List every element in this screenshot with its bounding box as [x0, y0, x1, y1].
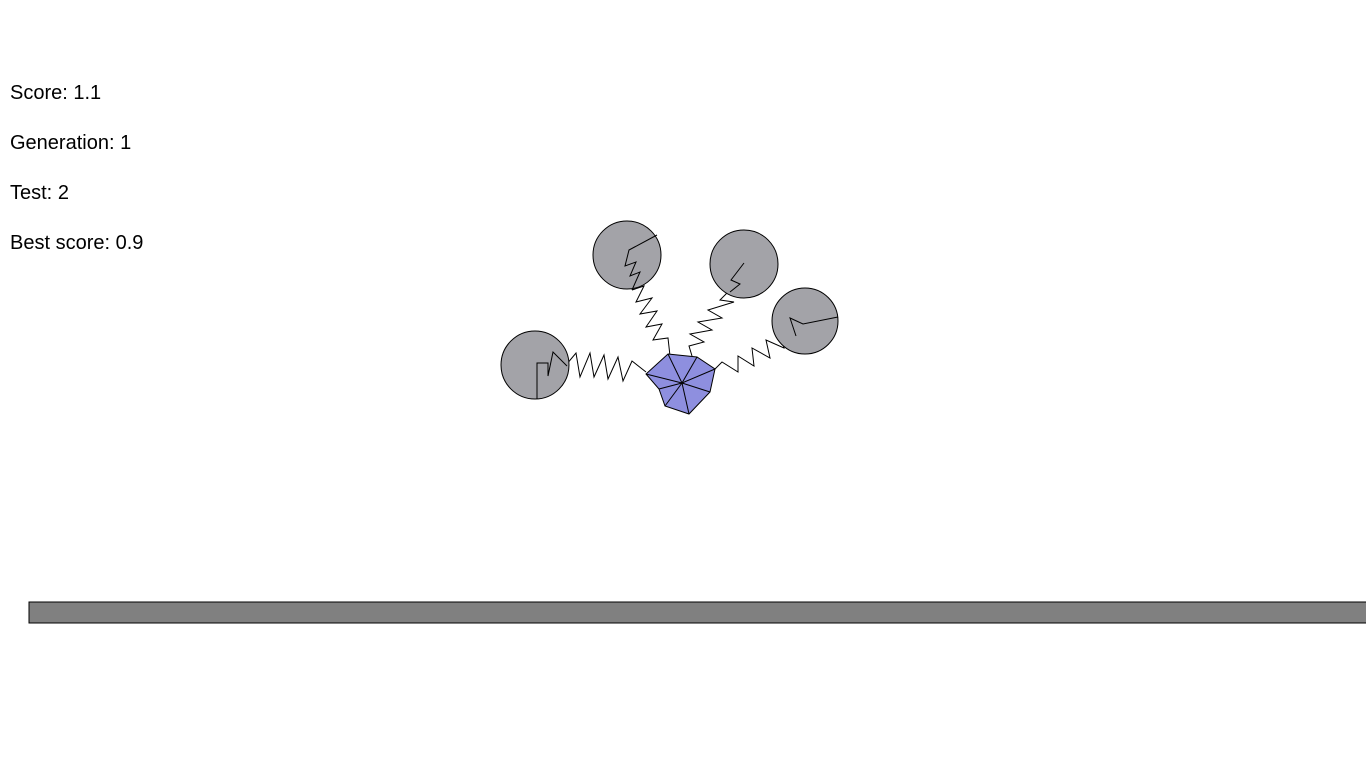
spring-left [565, 351, 647, 383]
score-label: Score: [10, 82, 68, 104]
best-score-label: Best score: [10, 232, 111, 254]
wheel-right [771, 287, 839, 355]
ground-platform [28, 601, 1366, 624]
score-value: 1.1 [73, 82, 102, 104]
spring-top-left [631, 285, 671, 357]
generation-readout: Generation: 1 [10, 131, 131, 155]
generation-value: 1 [120, 132, 132, 154]
wheel-left [500, 330, 570, 400]
wheel-top-left [592, 220, 662, 291]
generation-label: Generation: [10, 132, 115, 154]
wheel-top-right [709, 229, 779, 299]
spring-top-right [688, 291, 735, 357]
test-label: Test: [10, 182, 53, 204]
best-score-readout: Best score: 0.9 [10, 231, 143, 255]
best-score-value: 0.9 [115, 232, 144, 254]
test-readout: Test: 2 [10, 181, 69, 205]
test-value: 2 [57, 182, 69, 204]
score-readout: Score: 1.1 [10, 81, 101, 105]
creature-body [645, 353, 716, 415]
